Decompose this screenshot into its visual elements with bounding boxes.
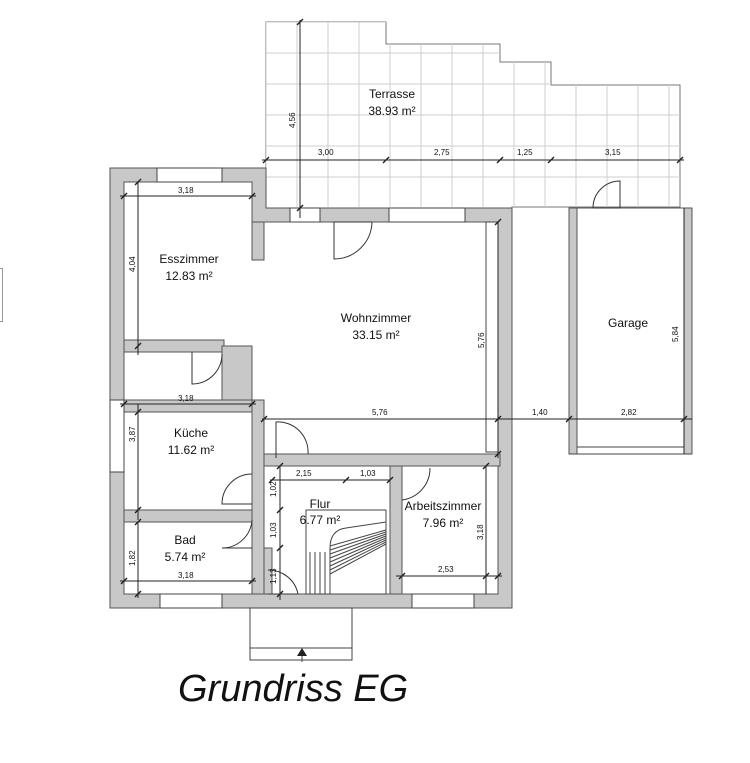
dimension-labels: 4,56 3,00 2,75 1,25 3,15 3,18 4,04 5,76 …: [128, 112, 680, 584]
dim-esszimmer-height: 4,04: [128, 256, 137, 272]
dimension-tick: [134, 518, 142, 526]
room-name-garage: Garage: [608, 316, 648, 330]
room-name-flur: Flur: [310, 497, 331, 511]
entrance-arrow-icon: [297, 648, 307, 656]
room-area-bad: 5.74 m²: [165, 550, 206, 564]
dimension-tick: [482, 462, 490, 470]
dimension-tick: [276, 544, 284, 552]
dim-flur-width-a: 2,15: [296, 469, 312, 478]
dimension-tick: [134, 342, 142, 350]
dimension-tick: [676, 156, 684, 164]
dim-garage-width: 2,82: [621, 408, 637, 417]
dim-flur-width-b: 1,03: [360, 469, 376, 478]
room-labels: Terrasse 38.93 m² Esszimmer 12.83 m² Woh…: [159, 87, 648, 564]
terrace: [265, 21, 681, 209]
dimension-tick: [565, 415, 573, 423]
dimension-tick: [120, 577, 128, 585]
dim-kueche-width: 3,18: [178, 394, 194, 403]
dimension-tick: [382, 156, 390, 164]
plan-title: Grundriss EG: [178, 668, 409, 710]
dimension-tick: [342, 476, 350, 484]
dimension-tick: [248, 577, 256, 585]
dimension-tick: [494, 415, 502, 423]
dimension-tick: [248, 400, 256, 408]
dimension-ticks: [120, 18, 688, 598]
stair-step: [329, 533, 387, 555]
dimension-tick: [276, 506, 284, 514]
dimension-tick: [276, 462, 284, 470]
dimension-tick: [398, 572, 406, 580]
dimension-tick: [262, 156, 270, 164]
dim-terrasse-seg2: 2,75: [434, 148, 450, 157]
dim-arbeitszimmer-width: 2,53: [438, 565, 454, 574]
dim-esszimmer-width: 3,18: [178, 186, 194, 195]
garage: [568, 180, 693, 455]
stair-step: [329, 541, 387, 571]
room-name-kueche: Küche: [174, 426, 208, 440]
stair-step: [329, 543, 387, 575]
dimension-tick: [134, 590, 142, 598]
room-area-kueche: 11.62 m²: [168, 443, 214, 457]
stair-step: [329, 535, 387, 559]
dim-terrasse-seg4: 3,15: [605, 148, 621, 157]
room-name-terrasse: Terrasse: [369, 87, 415, 101]
dimension-tick: [296, 204, 304, 212]
dimension-tick: [680, 415, 688, 423]
dim-wohnzimmer-width: 5,76: [372, 408, 388, 417]
room-name-bad: Bad: [174, 533, 195, 547]
dim-terrasse-height: 4,56: [288, 112, 297, 128]
dim-flur-h1: 1,02: [269, 481, 278, 497]
dimension-tick: [120, 192, 128, 200]
stair-step: [329, 537, 387, 563]
dimension-tick: [248, 192, 256, 200]
dimension-tick: [386, 476, 394, 484]
dimension-tick: [134, 178, 142, 186]
dimension-lines: [120, 18, 692, 600]
dimension-tick: [547, 156, 555, 164]
windows: [109, 167, 499, 609]
dimension-tick: [494, 450, 502, 458]
dim-terrasse-seg3: 1,25: [517, 148, 533, 157]
room-area-esszimmer: 12.83 m²: [165, 269, 212, 283]
dim-wohnzimmer-height: 5,76: [477, 332, 486, 348]
stair-step: [329, 539, 387, 567]
dimension-tick: [496, 156, 504, 164]
stair-step: [329, 531, 387, 551]
dim-kueche-height: 3,87: [128, 426, 137, 442]
edge-marker: [0, 268, 3, 322]
room-name-esszimmer: Esszimmer: [159, 252, 218, 266]
room-area-terrasse: 38.93 m²: [368, 104, 415, 118]
dim-garage-height: 5,84: [671, 326, 680, 342]
dimension-tick: [296, 18, 304, 26]
room-area-arbeitszimmer: 7.96 m²: [423, 516, 464, 530]
stair-steps: [309, 529, 387, 594]
dimension-tick: [494, 572, 502, 580]
dimension-tick: [134, 408, 142, 416]
dim-arbeitszimmer-height: 3,18: [476, 524, 485, 540]
dim-terrasse-seg1: 3,00: [318, 148, 334, 157]
room-name-wohnzimmer: Wohnzimmer: [341, 311, 411, 325]
dimension-tick: [120, 400, 128, 408]
dim-bad-height: 1,82: [128, 550, 137, 566]
dimension-tick: [268, 476, 276, 484]
stair-step: [329, 529, 387, 547]
dimension-tick: [276, 590, 284, 598]
dim-flur-h2: 1,03: [269, 522, 278, 538]
dimension-tick: [134, 506, 142, 514]
doors: [191, 221, 431, 595]
dim-flur-h3: 1,13: [269, 568, 278, 584]
dim-bad-width: 3,18: [178, 571, 194, 580]
building-walls: [109, 167, 513, 609]
entrance: [249, 607, 353, 662]
room-area-flur: 6.77 m²: [300, 513, 341, 527]
room-name-arbeitszimmer: Arbeitszimmer: [405, 499, 482, 513]
dimension-tick: [482, 572, 490, 580]
dimension-tick: [494, 218, 502, 226]
room-area-wohnzimmer: 33.15 m²: [352, 328, 399, 342]
dimension-tick: [260, 415, 268, 423]
dim-garage-gap: 1,40: [532, 408, 548, 417]
stairs: [305, 509, 387, 595]
